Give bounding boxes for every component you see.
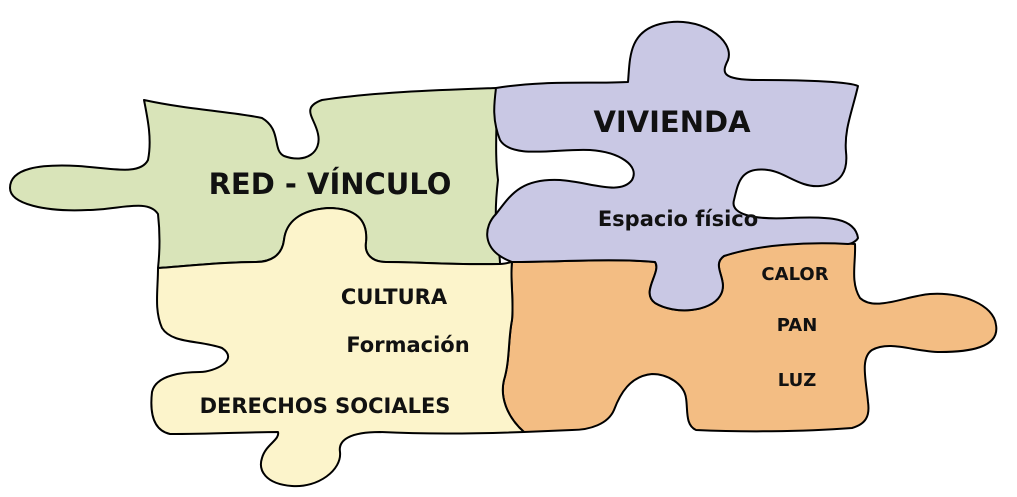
cultura-line2: Formación (346, 333, 469, 357)
vivienda-subtitle: Espacio físico (598, 207, 758, 231)
calor-line2: PAN (777, 315, 818, 336)
puzzle-piece-cultura (150, 207, 525, 488)
red-vinculo-title: RED - VÍNCULO (209, 167, 452, 201)
cultura-line3: DERECHOS SOCIALES (200, 394, 451, 418)
puzzle-piece-vivienda (486, 20, 859, 312)
vivienda-piece-shape (486, 20, 859, 312)
calor-piece-shape (501, 241, 998, 433)
vivienda-title: VIVIENDA (593, 105, 751, 139)
calor-line3: LUZ (778, 370, 817, 391)
calor-line1: CALOR (761, 264, 828, 285)
cultura-title: CULTURA (341, 285, 448, 309)
cultura-piece-shape (150, 207, 525, 488)
puzzle-piece-calor (501, 241, 998, 433)
